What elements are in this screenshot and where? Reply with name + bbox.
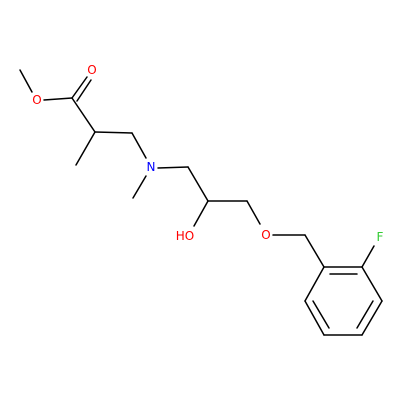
bond-ch2-choh	[187, 166, 209, 202]
ring-bond-5	[304, 300, 325, 336]
bond-ch-methyl	[75, 131, 96, 166]
bond-carbonyl-ch	[71, 97, 96, 133]
atom-n-amine: N	[147, 160, 156, 174]
atom-o-carbonyl: O	[87, 63, 96, 77]
bond-ch-ch2	[94, 131, 133, 134]
ring-bond-2	[361, 266, 383, 302]
bond-group	[19, 69, 383, 336]
bond-ch2-o-ether	[246, 200, 261, 225]
ring-inner-2	[356, 300, 374, 329]
bond-ch2-ring	[304, 234, 325, 268]
bond-ring-f	[361, 245, 375, 268]
bond-n-ch2	[157, 166, 189, 169]
atom-label-group: O O N HO O F	[32, 63, 383, 244]
atom-o-ester: O	[32, 93, 41, 107]
bond-carbonyl-double-b	[76, 79, 92, 102]
ring-inner-3	[312, 300, 330, 329]
ring-bond-6	[304, 266, 325, 302]
bond-carbonyl-double-a	[71, 76, 88, 99]
bond-o-ester-carbonyl-c	[43, 97, 73, 101]
atom-f-fluoro: F	[377, 230, 384, 244]
bond-n-methyl	[132, 175, 147, 199]
atom-oh-hydroxyl: HO	[176, 229, 194, 243]
bond-methyl-o-ester	[19, 69, 33, 93]
ring-bond-3	[361, 300, 383, 336]
bond-choh-oh	[193, 200, 209, 227]
atom-o-ether: O	[261, 228, 270, 242]
bond-ch2-n	[131, 132, 147, 159]
